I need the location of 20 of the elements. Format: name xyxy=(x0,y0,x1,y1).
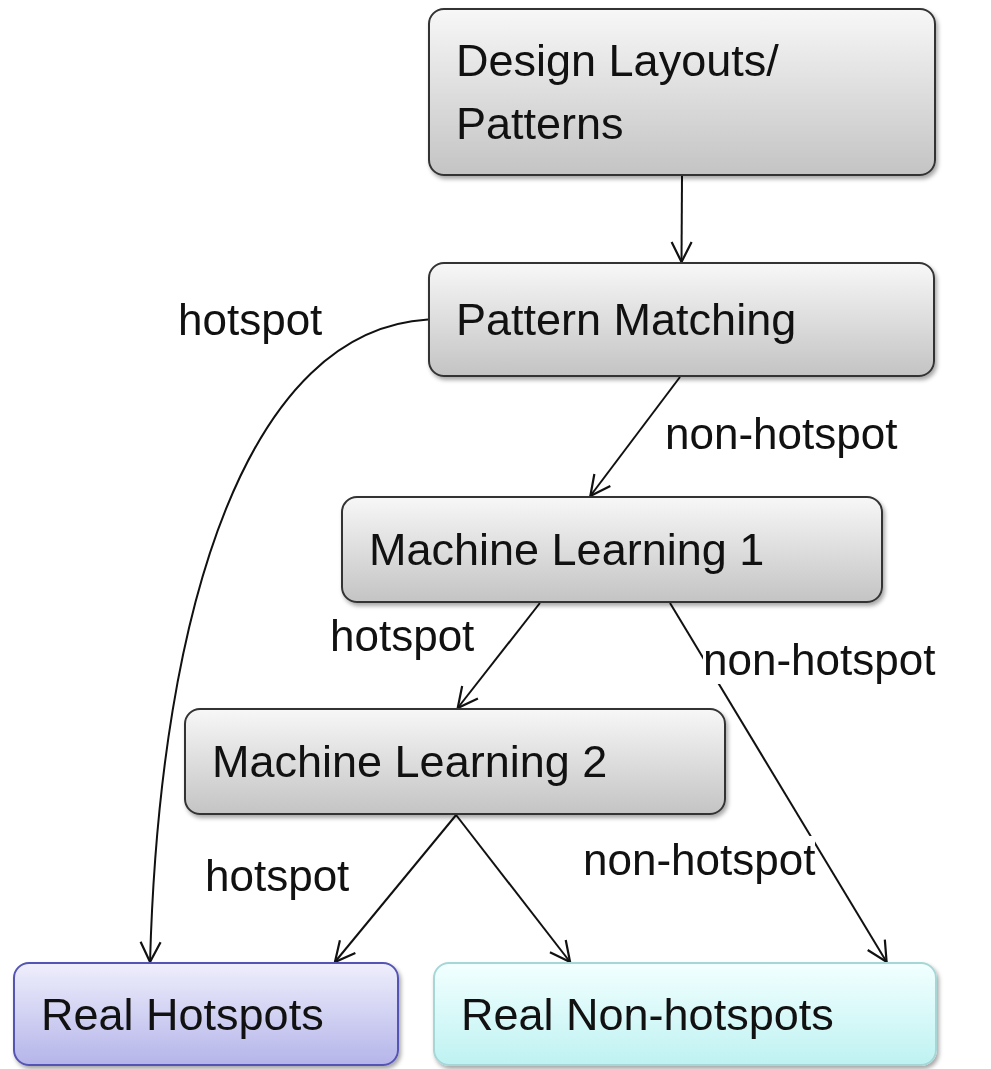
box-label: Pattern Matching xyxy=(456,293,797,347)
box-label: Machine Learning 2 xyxy=(212,735,608,789)
edge-label: non-hotspot xyxy=(583,836,816,885)
arrow xyxy=(455,814,572,964)
box-label: Machine Learning 1 xyxy=(369,523,765,577)
box-label: Real Non-hotspots xyxy=(461,987,834,1042)
box-label: Design Layouts/ Patterns xyxy=(456,34,780,151)
process-box xyxy=(433,962,937,1066)
process-box xyxy=(428,8,936,176)
arrow xyxy=(670,175,693,264)
arrow xyxy=(333,814,458,964)
arrow xyxy=(139,318,429,964)
process-box xyxy=(184,708,726,815)
process-box xyxy=(341,496,883,603)
arrow xyxy=(669,602,888,964)
process-box xyxy=(428,262,935,377)
arrow xyxy=(589,376,681,498)
process-box xyxy=(13,962,399,1066)
arrow xyxy=(456,602,541,710)
box-label: Real Hotspots xyxy=(41,987,324,1042)
